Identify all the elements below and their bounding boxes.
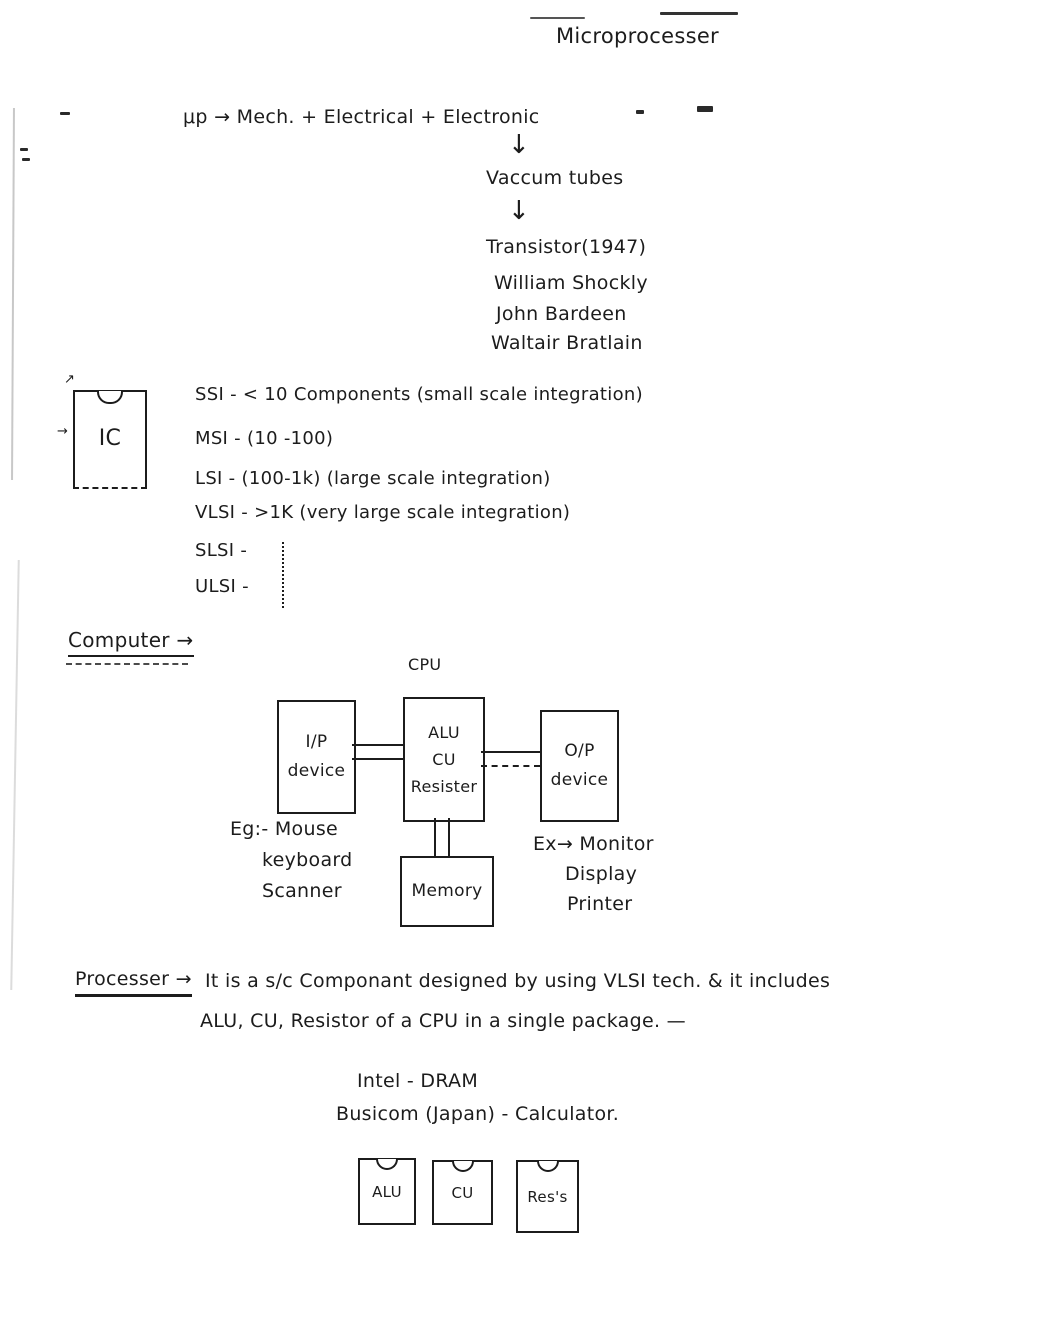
ic-chip-label: IC	[98, 426, 122, 452]
ic-notch	[97, 391, 123, 404]
chip-label: ALU	[372, 1182, 402, 1201]
input-example: keyboard	[262, 849, 353, 871]
title-overline-stroke	[530, 17, 585, 19]
processor-definition-line: It is a s/c Componant designed by using …	[205, 970, 831, 992]
chip-label: Res's	[527, 1187, 568, 1206]
input-device-label: I/P device	[287, 732, 346, 781]
chip-notch	[376, 1159, 398, 1170]
inventor-name: John Bardeen	[496, 303, 627, 325]
history-line: Busicom (Japan) - Calculator.	[336, 1103, 620, 1125]
registers-chip-shape: Res's	[516, 1160, 579, 1233]
scan-margin-line	[10, 560, 20, 990]
transistor-label: Transistor(1947)	[486, 236, 647, 258]
processor-heading: Processer →	[75, 968, 192, 997]
chip-label: CU	[451, 1183, 474, 1202]
cpu-label: CPU	[408, 655, 442, 674]
chip-notch	[536, 1161, 559, 1172]
integration-list-item: SSI - < 10 Components (small scale integ…	[195, 384, 643, 405]
output-example: Ex→ Monitor	[533, 833, 654, 855]
integration-list-item: MSI - (10 -100)	[195, 428, 334, 449]
memory-box: Memory	[400, 856, 494, 927]
inventor-name: William Shockly	[494, 272, 648, 294]
integration-list-item: ULSI -	[195, 576, 249, 597]
evolution-formula: μp → Mech. + Electrical + Electronic	[183, 106, 540, 128]
vaccum-tubes-label: Vaccum tubes	[486, 167, 624, 189]
down-arrow-icon: ↓	[508, 130, 531, 160]
processor-definition-line: ALU, CU, Resistor of a CPU in a single p…	[200, 1010, 686, 1032]
output-device-box: O/P device	[540, 710, 619, 822]
scan-margin-line	[11, 107, 15, 481]
arrow-mark: ↗	[64, 372, 76, 387]
computer-heading: Computer →	[68, 628, 194, 657]
ink-mark	[60, 112, 70, 115]
dotted-line	[282, 542, 284, 608]
ink-mark	[20, 148, 28, 151]
page-title: Microprocesser	[556, 24, 719, 48]
integration-list-item: LSI - (100-1k) (large scale integration)	[195, 468, 551, 489]
bus-input-cpu	[352, 744, 403, 760]
heading-underline	[66, 663, 188, 665]
output-example: Display	[565, 863, 638, 885]
cu-chip-shape: CU	[432, 1160, 493, 1225]
alu-chip-shape: ALU	[358, 1158, 416, 1225]
title-overline-stroke	[660, 12, 738, 15]
cpu-box-label: ALU CU Resister	[410, 722, 478, 797]
integration-list-item: SLSI -	[195, 540, 248, 561]
chip-notch	[451, 1161, 474, 1172]
input-example: Eg:- Mouse	[230, 818, 339, 840]
ink-mark	[22, 158, 30, 161]
inventor-name: Waltair Bratlain	[491, 332, 643, 354]
ink-mark	[636, 110, 644, 114]
ink-mark	[697, 106, 713, 112]
down-arrow-icon: ↓	[508, 196, 531, 226]
integration-list-item: VLSI - >1K (very large scale integration…	[195, 502, 571, 523]
cpu-box: ALU CU Resister	[403, 697, 485, 822]
input-example: Scanner	[262, 880, 342, 902]
input-device-box: I/P device	[277, 700, 356, 814]
memory-label: Memory	[411, 881, 483, 902]
output-example: Printer	[567, 893, 633, 915]
output-device-label: O/P device	[550, 741, 609, 790]
history-line: Intel - DRAM	[357, 1070, 479, 1092]
ic-chip-shape: IC	[73, 390, 147, 489]
bus-cpu-output	[481, 751, 540, 767]
arrow-mark: →	[57, 424, 69, 439]
bus-cpu-memory	[434, 818, 450, 857]
